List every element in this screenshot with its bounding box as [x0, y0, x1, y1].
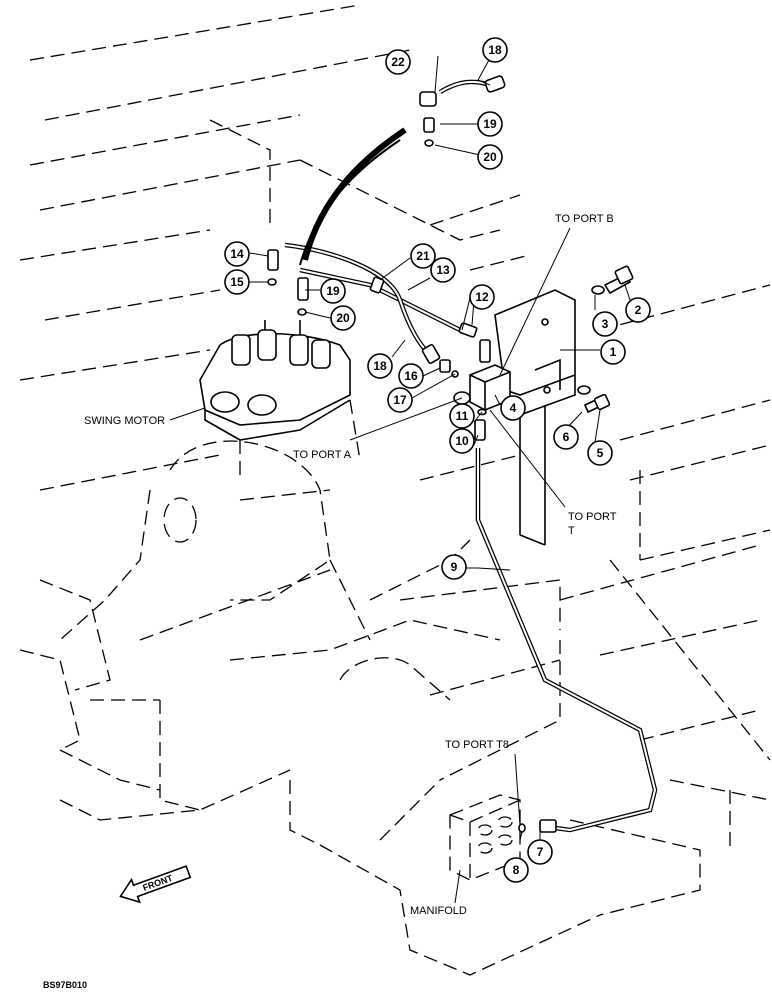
callout-8: 8 — [503, 857, 529, 883]
svg-text:21: 21 — [416, 249, 430, 263]
svg-text:20: 20 — [336, 311, 350, 325]
callout-11: 11 — [449, 403, 475, 429]
svg-text:12: 12 — [475, 290, 489, 304]
svg-text:13: 13 — [436, 263, 450, 277]
svg-text:1: 1 — [610, 345, 617, 359]
callout-13: 13 — [430, 257, 456, 283]
callout-1: 1 — [600, 339, 626, 365]
label-to-port-b: TO PORT B — [555, 213, 614, 225]
label-to-port-a: TO PORT A — [293, 449, 352, 461]
label-to-port-t8: TO PORT T8 — [445, 739, 509, 751]
label-swing-motor: SWING MOTOR — [84, 415, 165, 427]
callout-17: 17 — [387, 387, 413, 413]
turntable-outline — [19, 440, 601, 976]
svg-text:19: 19 — [483, 117, 497, 131]
svg-text:3: 3 — [602, 317, 609, 331]
text-labels: TO PORT B TO PORT A TO PORT T TO PORT T8… — [43, 213, 617, 990]
svg-text:19: 19 — [326, 284, 340, 298]
front-arrow-icon: FRONT — [119, 865, 192, 904]
svg-text:10: 10 — [455, 434, 469, 448]
callout-9: 9 — [441, 554, 467, 580]
svg-text:5: 5 — [597, 446, 604, 460]
svg-text:11: 11 — [456, 409, 469, 423]
callout-2: 2 — [625, 297, 651, 323]
callout-10: 10 — [449, 428, 475, 454]
callout-20-upper: 20 — [477, 144, 503, 170]
leader-lines — [169, 55, 631, 904]
callout-3: 3 — [592, 311, 618, 337]
svg-text:20: 20 — [483, 150, 497, 164]
callout-21: 21 — [410, 243, 436, 269]
callout-19-upper: 19 — [477, 111, 503, 137]
callout-19-lower: 19 — [320, 278, 346, 304]
callout-14: 14 — [224, 241, 250, 267]
svg-text:4: 4 — [510, 401, 517, 415]
svg-text:7: 7 — [537, 845, 544, 859]
label-to-port-t-line2: T — [568, 525, 575, 537]
svg-text:6: 6 — [563, 430, 570, 444]
label-manifold: MANIFOLD — [410, 905, 467, 917]
callout-4: 4 — [500, 395, 526, 421]
callout-bubbles: 22 18 19 20 14 15 19 20 21 13 12 18 16 1… — [224, 37, 651, 883]
svg-text:2: 2 — [635, 303, 642, 317]
svg-text:9: 9 — [451, 560, 458, 574]
callout-15: 15 — [224, 269, 250, 295]
svg-text:18: 18 — [488, 43, 502, 57]
callout-20-lower: 20 — [330, 305, 356, 331]
svg-text:15: 15 — [230, 275, 244, 289]
svg-text:17: 17 — [393, 393, 407, 407]
svg-text:14: 14 — [230, 247, 244, 261]
callout-5: 5 — [587, 440, 613, 466]
label-to-port-t-line1: TO PORT — [568, 511, 617, 523]
swing-motor — [199, 320, 361, 480]
callout-7: 7 — [527, 839, 553, 865]
upper-frame-outline — [19, 4, 771, 916]
svg-text:16: 16 — [404, 369, 418, 383]
callout-12: 12 — [469, 284, 495, 310]
mounting-bracket — [494, 289, 576, 546]
callout-18-lower: 18 — [367, 353, 393, 379]
callout-18-upper: 18 — [482, 37, 508, 63]
svg-text:22: 22 — [391, 55, 405, 69]
callout-22: 22 — [385, 49, 411, 75]
callout-6: 6 — [553, 424, 579, 450]
svg-text:8: 8 — [513, 863, 520, 877]
svg-text:18: 18 — [373, 359, 387, 373]
drawing-code: BS97B010 — [43, 980, 87, 990]
callout-16: 16 — [398, 363, 424, 389]
hoses — [267, 75, 658, 833]
